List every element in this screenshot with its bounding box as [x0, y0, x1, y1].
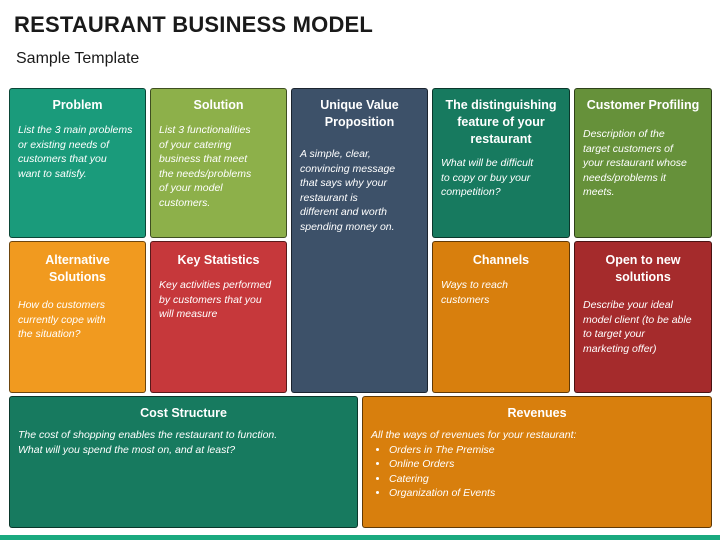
cost-structure-title: Cost Structure	[140, 406, 227, 420]
alternative-solutions-body: How do customers currently cope with the…	[18, 299, 106, 340]
unique-value-title: Unique Value Proposition	[320, 98, 399, 129]
list-item: Organization of Events	[389, 486, 703, 501]
channels-box: Channels Ways to reach customers	[432, 241, 570, 393]
open-to-new-solutions-title: Open to new solutions	[605, 253, 681, 284]
problem-box: Problem List the 3 main problems or exis…	[9, 88, 146, 238]
solution-body: List 3 functionalities of your catering …	[159, 124, 252, 209]
page-subtitle: Sample Template	[16, 50, 140, 67]
revenues-box: Revenues All the ways of revenues for yo…	[362, 396, 712, 528]
channels-body: Ways to reach customers	[441, 279, 508, 306]
unique-value-box: Unique Value Proposition A simple, clear…	[291, 88, 428, 393]
customer-profiling-body: Description of the target customers of y…	[583, 128, 687, 198]
unique-value-body: A simple, clear, convincing message that…	[300, 148, 396, 233]
solution-box: Solution List 3 functionalities of your …	[150, 88, 287, 238]
channels-title: Channels	[472, 253, 530, 267]
list-item: Orders in The Premise	[389, 443, 703, 458]
customer-profiling-box: Customer Profiling Description of the ta…	[574, 88, 712, 238]
problem-title: Problem	[52, 98, 103, 112]
key-statistics-box: Key Statistics Key activities performed …	[150, 241, 287, 393]
page-title: RESTAURANT BUSINESS MODEL	[14, 12, 374, 37]
alternative-solutions-title: Alternative Solutions	[45, 253, 110, 284]
distinguishing-box: The distinguishing feature of your resta…	[432, 88, 570, 238]
revenues-title: Revenues	[507, 406, 567, 420]
distinguishing-body: What will be difficult to copy or buy yo…	[441, 157, 534, 198]
key-statistics-title: Key Statistics	[177, 253, 260, 267]
open-to-new-solutions-box: Open to new solutions Describe your idea…	[574, 241, 712, 393]
revenues-body: All the ways of revenues for your restau…	[371, 429, 577, 441]
revenues-list: Orders in The Premise Online Orders Cate…	[371, 443, 703, 501]
key-statistics-body: Key activities performed by customers th…	[159, 279, 272, 320]
solution-title: Solution	[193, 98, 244, 112]
problem-body: List the 3 main problems or existing nee…	[18, 124, 133, 180]
bottom-accent-bar	[0, 535, 720, 540]
list-item: Catering	[389, 472, 703, 487]
open-to-new-solutions-body: Describe your ideal model client (to be …	[583, 299, 692, 355]
alternative-solutions-box: Alternative Solutions How do customers c…	[9, 241, 146, 393]
cost-structure-body: The cost of shopping enables the restaur…	[18, 429, 278, 456]
list-item: Online Orders	[389, 457, 703, 472]
distinguishing-title: The distinguishing feature of your resta…	[445, 98, 557, 146]
customer-profiling-title: Customer Profiling	[586, 98, 700, 112]
cost-structure-box: Cost Structure The cost of shopping enab…	[9, 396, 358, 528]
